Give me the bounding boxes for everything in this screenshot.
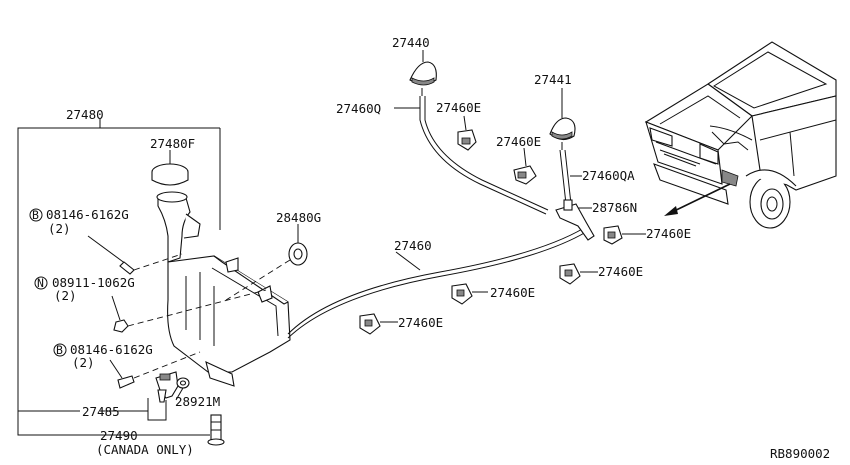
label-27460e-a: 27460E — [436, 100, 481, 115]
label-27460q: 27460Q — [336, 101, 381, 116]
reservoir-cap — [151, 150, 189, 186]
fastener-2-prefix: N — [37, 276, 44, 290]
grommet-28921m — [175, 377, 190, 401]
label-27460e-d: 27460E — [598, 264, 643, 279]
label-27460qa: 27460QA — [582, 168, 635, 183]
hose-27460q — [394, 96, 549, 215]
clip-27460e-b — [513, 147, 537, 185]
fastener-2-qty: (2) — [54, 288, 77, 303]
fastener-1-callout: B 08146-6162G (2) — [29, 207, 183, 275]
label-27460e-f: 27460E — [398, 315, 443, 330]
label-27490: 27490 — [100, 428, 138, 443]
vehicle-illustration — [644, 41, 837, 229]
label-27460e-b: 27460E — [496, 134, 541, 149]
label-27441: 27441 — [534, 72, 572, 87]
clip-27460e-e — [451, 283, 488, 305]
label-27460: 27460 — [394, 238, 432, 253]
fastener-2-callout: N 08911-1062G (2) — [34, 275, 267, 333]
label-canada-only: (CANADA ONLY) — [96, 442, 194, 457]
fastener-3-qty: (2) — [72, 355, 95, 370]
nozzle-27440 — [409, 50, 437, 96]
label-27440: 27440 — [392, 35, 430, 50]
washer-reservoir — [156, 191, 291, 387]
fastener-2-number: 08911-1062G — [52, 275, 135, 290]
level-sensor-27490 — [207, 414, 225, 446]
group-bracket-27480 — [17, 118, 221, 436]
label-28786n: 28786N — [592, 200, 637, 215]
fastener-1-qty: (2) — [48, 221, 71, 236]
label-27460e-e: 27460E — [490, 285, 535, 300]
washer-pump-27485 — [100, 371, 179, 421]
clip-27460e-a — [457, 115, 477, 151]
clip-27460e-f — [359, 313, 398, 335]
label-27460e-c: 27460E — [646, 226, 691, 241]
connector-28786n — [555, 199, 595, 241]
main-hose-27460 — [287, 227, 587, 339]
fastener-3-callout: B 08146-6162G (2) — [53, 342, 201, 389]
clip-27460e-c — [603, 225, 646, 245]
grommet-28480g — [225, 224, 308, 301]
label-27480f: 27480F — [150, 136, 195, 151]
label-28480g: 28480G — [276, 210, 321, 225]
fastener-3-number: 08146-6162G — [70, 342, 153, 357]
label-28921m: 28921M — [175, 394, 220, 409]
fastener-3-prefix: B — [56, 343, 63, 357]
clip-27460e-d — [559, 263, 598, 285]
nozzle-27441 — [549, 88, 576, 150]
hose-27460qa — [559, 149, 582, 205]
diagram-id: RB890002 — [770, 446, 830, 461]
label-27485: 27485 — [82, 404, 120, 419]
label-27480: 27480 — [66, 107, 104, 122]
fastener-1-number: 08146-6162G — [46, 207, 129, 222]
fastener-1-prefix: B — [32, 208, 39, 222]
